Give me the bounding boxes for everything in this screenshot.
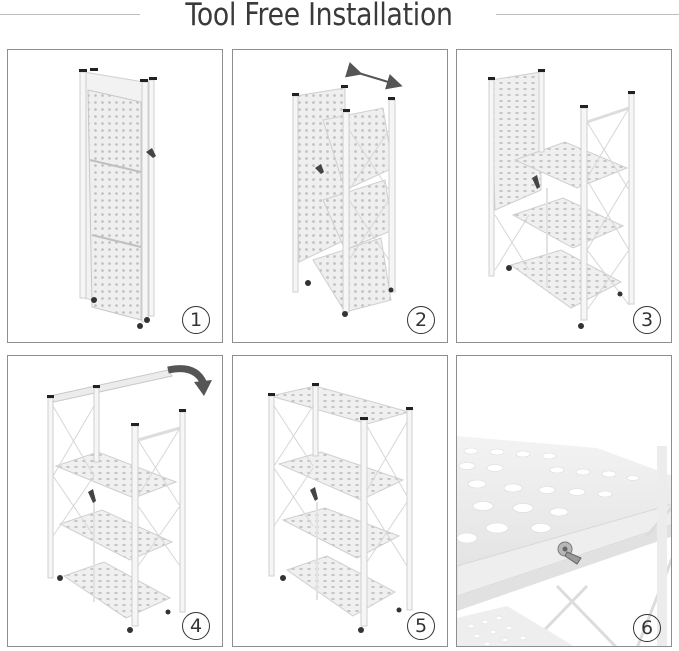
- unfolding-rack-illustration: [292, 62, 403, 317]
- title-divider-right: [496, 14, 679, 15]
- step-number-badge: 4: [182, 612, 210, 640]
- title-divider-left: [0, 14, 140, 15]
- page-title: Tool Free Installation: [185, 0, 453, 33]
- step-panel-6: 6: [456, 355, 672, 647]
- step-panel-1: 1: [7, 49, 223, 343]
- title-row: Tool Free Installation: [0, 0, 679, 34]
- step-panel-3: 3: [456, 49, 672, 343]
- folded-rack-illustration: [79, 68, 157, 329]
- step-number-badge: 1: [182, 306, 210, 334]
- step-number-badge: 3: [633, 306, 661, 334]
- step-panel-5: 5: [232, 355, 448, 647]
- assembled-rack-illustration: [268, 383, 413, 633]
- step-number-badge: 6: [633, 614, 661, 642]
- three-tier-rack-illustration: [488, 69, 635, 329]
- flip-top-shelf-illustration: [47, 365, 212, 633]
- step-number-badge: 5: [407, 612, 435, 640]
- latch-closeup-illustration: [457, 436, 671, 646]
- step-number-badge: 2: [407, 306, 435, 334]
- step-panel-4: 4: [7, 355, 223, 647]
- step-panel-2: 2: [232, 49, 448, 343]
